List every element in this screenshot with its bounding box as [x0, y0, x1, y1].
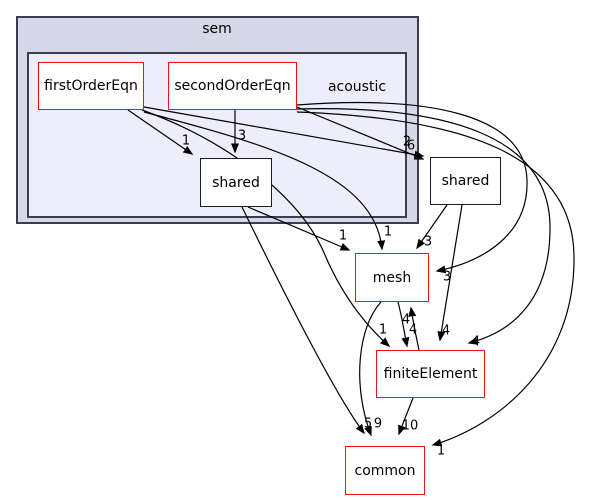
- edge-firstOrderEqn-finiteElement: [141, 109, 391, 347]
- edge-label-shared_acoustic-common: 5: [363, 416, 373, 432]
- edge-mesh-finiteElement: [397, 301, 410, 348]
- edge-shared_acoustic-mesh: [247, 206, 351, 251]
- edge-shared_acoustic-common: [241, 206, 365, 435]
- edge-finiteElement-common: [398, 397, 414, 436]
- edge-label-secondOrderEqn-common: 1: [436, 443, 446, 459]
- node-shared-outer[interactable]: shared: [430, 157, 501, 205]
- edge-finiteElement-mesh: [408, 306, 420, 351]
- edge-label-shared_outer-finiteElement: 4: [441, 323, 451, 339]
- edge-label-finiteElement-common: 10: [401, 418, 419, 434]
- edge-secondOrderEqn-common: [296, 111, 575, 447]
- edge-label-secondOrderEqn-finiteElement: 4: [471, 334, 481, 350]
- edge-secondOrderEqn-mesh: [296, 101, 528, 274]
- edge-firstOrderEqn-mesh: [143, 111, 386, 251]
- edge-label-secondOrderEqn-shared_acoustic: 3: [237, 128, 247, 144]
- edge-label-firstOrderEqn-mesh: 1: [383, 224, 393, 240]
- cluster-acoustic-label[interactable]: acoustic: [327, 79, 387, 95]
- edge-label-secondOrderEqn-mesh: 3: [442, 269, 452, 285]
- edge-firstOrderEqn-shared_acoustic: [127, 109, 194, 155]
- edge-label-shared_acoustic-mesh: 1: [338, 228, 348, 244]
- edge-shared_outer-mesh: [416, 204, 448, 250]
- edge-label-finiteElement-mesh: 4: [401, 312, 411, 328]
- node-finiteElement[interactable]: finiteElement: [376, 350, 485, 398]
- edge-label-firstOrderEqn-shared_acoustic: 1: [181, 133, 191, 149]
- edge-shared_outer-finiteElement: [437, 204, 463, 342]
- edge-label-shared_outer-mesh: 3: [423, 234, 433, 250]
- edge-mesh-common: [359, 301, 382, 437]
- edge-firstOrderEqn-shared_outer: [143, 106, 425, 159]
- edge-label-firstOrderEqn-shared_outer: 2: [402, 134, 412, 150]
- node-common[interactable]: common: [345, 446, 425, 495]
- node-firstOrderEqn[interactable]: firstOrderEqn: [38, 62, 144, 110]
- node-shared-acoustic[interactable]: shared: [200, 158, 272, 207]
- edge-label-mesh-common: 9: [373, 416, 383, 432]
- cluster-sem-label[interactable]: sem: [202, 21, 232, 37]
- node-mesh[interactable]: mesh: [355, 253, 429, 302]
- edge-label-firstOrderEqn-finiteElement: 1: [378, 322, 388, 338]
- edge-secondOrderEqn-shared_outer: [296, 106, 425, 160]
- edge-secondOrderEqn-finiteElement: [296, 108, 551, 345]
- edge-label-mesh-finiteElement: 4: [408, 322, 418, 338]
- node-secondOrderEqn[interactable]: secondOrderEqn: [168, 62, 297, 110]
- edge-label-secondOrderEqn-shared_outer: 6: [406, 138, 416, 154]
